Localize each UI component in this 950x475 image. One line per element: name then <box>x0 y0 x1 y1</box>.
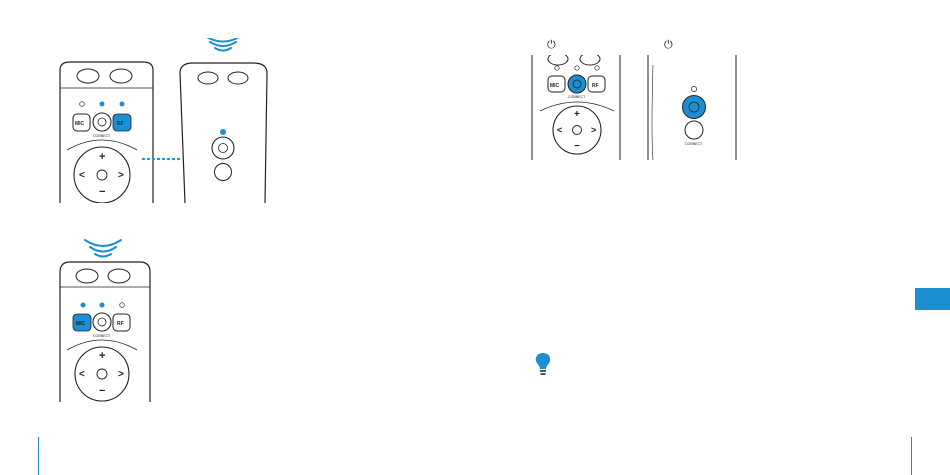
dpad-center <box>97 170 107 180</box>
svg-text:−: − <box>99 385 105 397</box>
sensor-right <box>110 69 132 83</box>
remote-body <box>60 262 150 402</box>
figure-receiver-power-closeup: CONNECT <box>645 55 740 160</box>
receiver-power-button-active <box>683 96 706 119</box>
svg-text:<: < <box>557 125 562 135</box>
right-margin-line <box>911 437 912 475</box>
svg-text:<: < <box>79 369 85 380</box>
svg-text:RF: RF <box>592 83 599 89</box>
signal-waves-icon <box>85 240 121 257</box>
receiver-connect-button <box>215 164 232 181</box>
svg-text:CONNECT: CONNECT <box>568 95 586 99</box>
signal-waves-icon <box>205 38 241 51</box>
svg-text:MIC: MIC <box>76 321 86 327</box>
svg-text:>: > <box>591 125 596 135</box>
svg-text:−: − <box>99 186 105 198</box>
svg-text:CONNECT: CONNECT <box>93 334 111 338</box>
figure-remote-power-closeup: MIC RF CONNECT + − < > <box>530 55 625 160</box>
svg-text:>: > <box>118 369 124 380</box>
svg-text:+: + <box>99 350 105 362</box>
chapter-tab <box>915 288 950 310</box>
svg-text:RF: RF <box>117 321 124 327</box>
svg-text:+: + <box>574 109 580 120</box>
figure-remote-mic-active: MIC RF CONNECT + − < > <box>55 232 165 402</box>
receiver-power-button <box>212 137 234 159</box>
power-symbol-2: ⏻ <box>664 38 673 52</box>
svg-text:RF: RF <box>117 121 124 127</box>
svg-text:−: − <box>574 141 580 152</box>
svg-text:+: + <box>99 151 105 163</box>
remote-body <box>60 62 153 203</box>
power-symbol-1: ⏻ <box>547 38 556 52</box>
svg-text:MIC: MIC <box>75 121 85 127</box>
svg-text:<: < <box>79 170 85 181</box>
left-margin-line <box>38 437 39 475</box>
svg-text:CONNECT: CONNECT <box>685 142 703 146</box>
lightbulb-icon <box>533 351 553 377</box>
sensor-left <box>77 69 99 83</box>
power-button <box>93 113 111 131</box>
power-button <box>93 313 111 331</box>
svg-text:CONNECT: CONNECT <box>93 134 111 138</box>
power-button-active <box>568 75 586 93</box>
svg-text:MIC: MIC <box>550 83 560 89</box>
svg-text:>: > <box>118 170 124 181</box>
figure-remote-rf-active: MIC RF CONNECT + − < > <box>55 38 275 203</box>
